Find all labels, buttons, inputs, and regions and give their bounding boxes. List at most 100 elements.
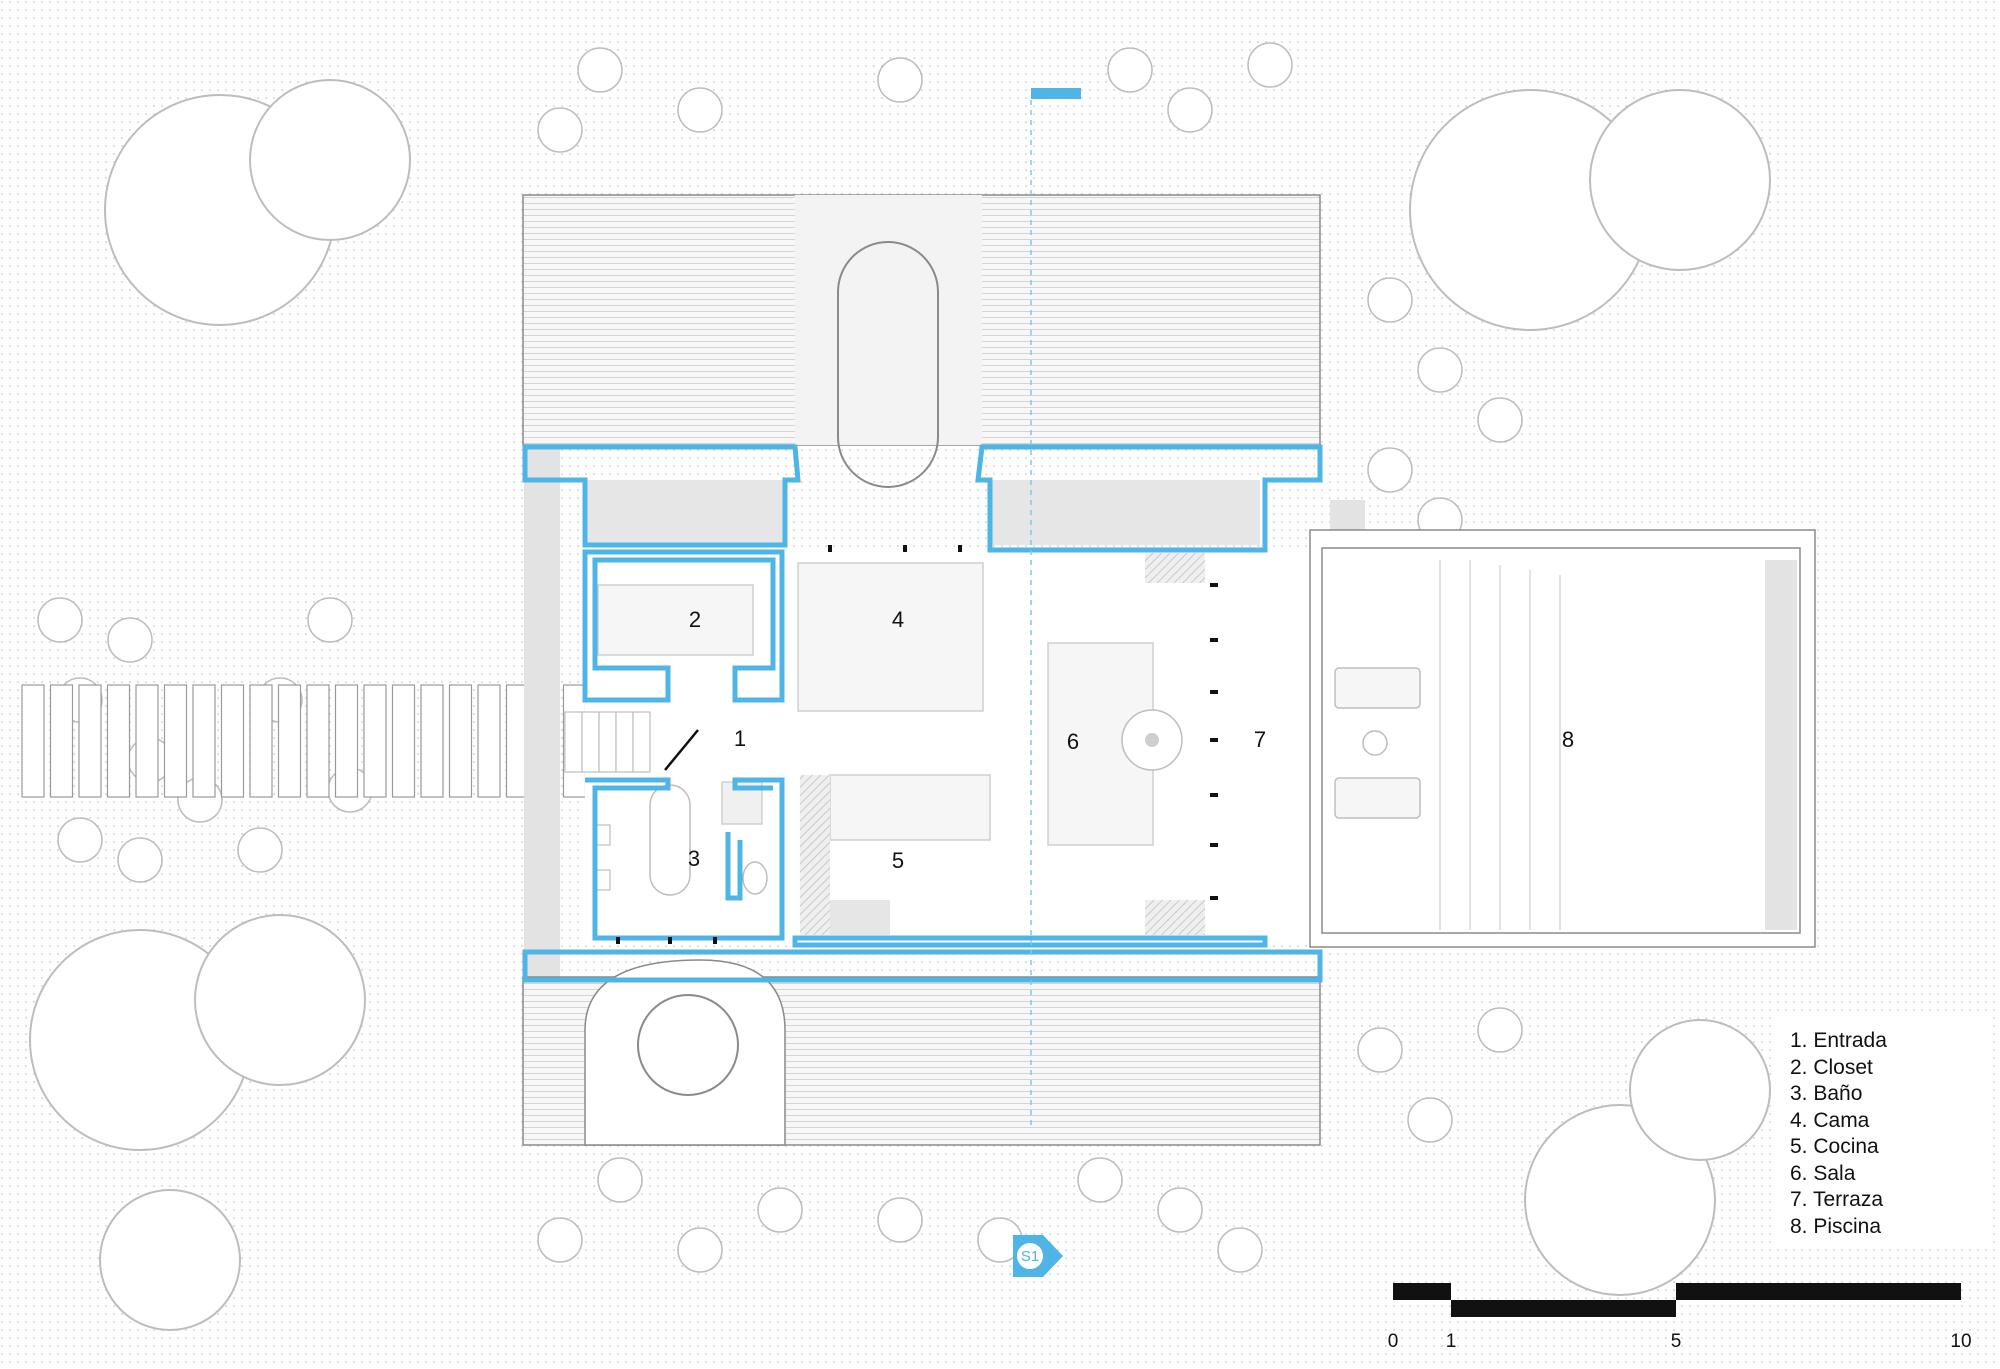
boardwalk-plank bbox=[448, 684, 473, 798]
living-corner-hatch bbox=[1145, 553, 1205, 583]
stair-tread bbox=[581, 711, 600, 773]
shrub bbox=[577, 47, 623, 93]
shrub bbox=[1417, 347, 1463, 393]
boardwalk-plank bbox=[391, 684, 416, 798]
legend-item: 5. Cocina bbox=[1790, 1135, 1879, 1158]
shrub bbox=[237, 827, 283, 873]
entrance-stairs bbox=[564, 711, 651, 773]
shrub bbox=[1367, 447, 1413, 493]
tree-canopy bbox=[249, 79, 411, 241]
shrub bbox=[1167, 87, 1213, 133]
section-line-top-marker bbox=[1031, 88, 1081, 99]
shrub bbox=[107, 617, 153, 663]
legend-item: 7. Terraza bbox=[1790, 1188, 1883, 1211]
boardwalk-plank bbox=[135, 684, 159, 798]
shrub bbox=[37, 597, 83, 643]
shrub bbox=[1407, 1097, 1453, 1143]
scale-segment-5-10 bbox=[1676, 1283, 1961, 1300]
window-mullions bbox=[616, 545, 1218, 944]
shrub bbox=[537, 107, 583, 153]
tree-canopy bbox=[1629, 1019, 1771, 1161]
shrub bbox=[1107, 47, 1153, 93]
room-number-cocina: 5 bbox=[892, 848, 904, 873]
entry-door[interactable] bbox=[664, 729, 699, 771]
shrub bbox=[597, 1157, 643, 1203]
south-planter bbox=[637, 994, 739, 1096]
shrub bbox=[1477, 1007, 1523, 1053]
coffee-table-center bbox=[1145, 733, 1159, 747]
boardwalk-plank bbox=[249, 684, 273, 798]
shrub bbox=[677, 87, 723, 133]
scale-bar: 0 1 5 10 bbox=[1388, 1283, 1972, 1352]
legend-item: 3. Baño bbox=[1790, 1082, 1863, 1105]
scale-tick-1: 1 bbox=[1446, 1331, 1457, 1352]
terrace-floor bbox=[1205, 550, 1315, 945]
toilet bbox=[742, 861, 768, 895]
boardwalk-plank bbox=[306, 684, 330, 798]
boardwalk-plank bbox=[106, 684, 131, 798]
lounger-2 bbox=[1334, 777, 1421, 819]
bathtub bbox=[649, 784, 691, 896]
pool-basin bbox=[1321, 547, 1801, 934]
room-number-bano: 3 bbox=[688, 846, 700, 871]
boardwalk-plank bbox=[49, 684, 74, 798]
shrub bbox=[537, 1217, 583, 1263]
legend-item: 4. Cama bbox=[1790, 1108, 1870, 1132]
shrub bbox=[1077, 1157, 1123, 1203]
boardwalk-plank bbox=[363, 684, 387, 798]
shrub bbox=[1217, 1227, 1263, 1273]
north-storage bbox=[585, 480, 785, 545]
boardwalk-plank bbox=[192, 684, 216, 798]
closet-shelf bbox=[597, 584, 754, 656]
room-number-terraza: 7 bbox=[1254, 727, 1266, 752]
room-number-cama: 4 bbox=[892, 607, 904, 632]
kitchen-counter-hatch bbox=[1145, 900, 1205, 935]
shrub bbox=[1367, 277, 1413, 323]
shrub bbox=[307, 597, 353, 643]
section-marker-label: S1 bbox=[1021, 1248, 1039, 1265]
shrub bbox=[1157, 1187, 1203, 1233]
room-legend: 1. Entrada 2. Closet 3. Baño 4. Cama 5. … bbox=[1772, 1014, 1990, 1246]
shrub bbox=[1247, 42, 1293, 88]
shrub bbox=[677, 1227, 723, 1273]
pool-edge-shadow bbox=[1765, 560, 1797, 930]
lounger-1 bbox=[1334, 667, 1421, 709]
side-table bbox=[1362, 730, 1388, 756]
scale-segment-1-5 bbox=[1451, 1300, 1676, 1317]
kitchen-island bbox=[829, 774, 991, 841]
room-number-piscina: 8 bbox=[1562, 727, 1574, 752]
room-number-sala: 6 bbox=[1067, 729, 1079, 754]
stair-tread bbox=[615, 711, 634, 773]
legend-item: 8. Piscina bbox=[1790, 1214, 1882, 1238]
shrub bbox=[877, 57, 923, 103]
stair-tread bbox=[564, 711, 583, 773]
tree-canopy bbox=[1589, 89, 1771, 271]
north-storage-2 bbox=[990, 480, 1260, 545]
stair-tread bbox=[632, 711, 651, 773]
stair-tread bbox=[598, 711, 617, 773]
walls bbox=[522, 444, 1323, 983]
north-planter bbox=[837, 241, 939, 488]
tree-canopy bbox=[99, 1189, 241, 1331]
shrub bbox=[117, 837, 163, 883]
south-courtyard bbox=[584, 959, 786, 1146]
boardwalk-plank bbox=[420, 684, 444, 798]
scale-tick-10: 10 bbox=[1950, 1331, 1971, 1352]
scale-tick-5: 5 bbox=[1671, 1331, 1682, 1352]
legend-item: 1. Entrada bbox=[1790, 1029, 1887, 1052]
vegetation bbox=[29, 42, 1771, 1331]
bed bbox=[797, 562, 984, 712]
boardwalk-plank bbox=[78, 684, 102, 798]
shrub bbox=[1357, 1027, 1403, 1073]
kitchen-wall-hatch bbox=[800, 775, 830, 935]
room-labels: 2 1 3 4 5 6 7 8 bbox=[688, 607, 1574, 873]
north-courtyard bbox=[795, 195, 982, 445]
pool-steps bbox=[1439, 560, 1561, 930]
tree-canopy bbox=[194, 914, 366, 1086]
section-marker-s1[interactable]: S1 bbox=[1013, 1235, 1063, 1277]
shrub bbox=[877, 1197, 923, 1243]
shrub bbox=[1477, 397, 1523, 443]
boardwalk-plank bbox=[21, 684, 45, 798]
boardwalk-plank bbox=[163, 684, 188, 798]
